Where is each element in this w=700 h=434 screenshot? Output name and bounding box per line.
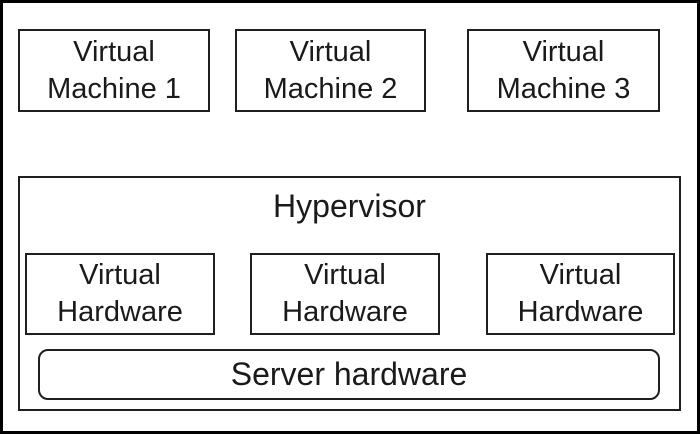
virtual-hardware-3-label-line2: Hardware (517, 296, 644, 328)
hypervisor-title: Hypervisor (273, 188, 426, 224)
virtual-hardware-3-label-line1: Virtual (539, 259, 622, 291)
virtual-machine-3-label-line1: Virtual (522, 35, 605, 68)
virtual-machine-3-label-line2: Machine 3 (496, 72, 631, 105)
virtual-machine-3-box: Virtual Machine 3 (467, 29, 660, 112)
virtual-machine-2-label-line2: Machine 2 (263, 72, 398, 105)
virtual-machine-1-box: Virtual Machine 1 (18, 29, 210, 112)
virtual-hardware-3-box: Virtual Hardware (486, 253, 675, 335)
virtual-hardware-2-label-line2: Hardware (282, 296, 408, 328)
virtual-hardware-2-label-line1: Virtual (304, 259, 386, 291)
virtual-machine-2-label-line1: Virtual (289, 35, 372, 68)
server-hardware-box: Server hardware (38, 349, 660, 400)
virtual-hardware-2-box: Virtual Hardware (250, 253, 440, 335)
virtual-hardware-1-label-line1: Virtual (79, 259, 161, 291)
virtual-machine-1-label-line1: Virtual (73, 35, 155, 68)
virtual-hardware-1-label-line2: Hardware (57, 296, 183, 328)
virtual-machine-1-label-line2: Machine 1 (47, 72, 181, 105)
server-hardware-label: Server hardware (230, 356, 468, 392)
virtual-hardware-1-box: Virtual Hardware (25, 253, 215, 335)
virtual-machine-2-box: Virtual Machine 2 (235, 29, 426, 112)
hypervisor-box: Hypervisor Virtual Hardware Virtual Hard… (18, 176, 681, 411)
